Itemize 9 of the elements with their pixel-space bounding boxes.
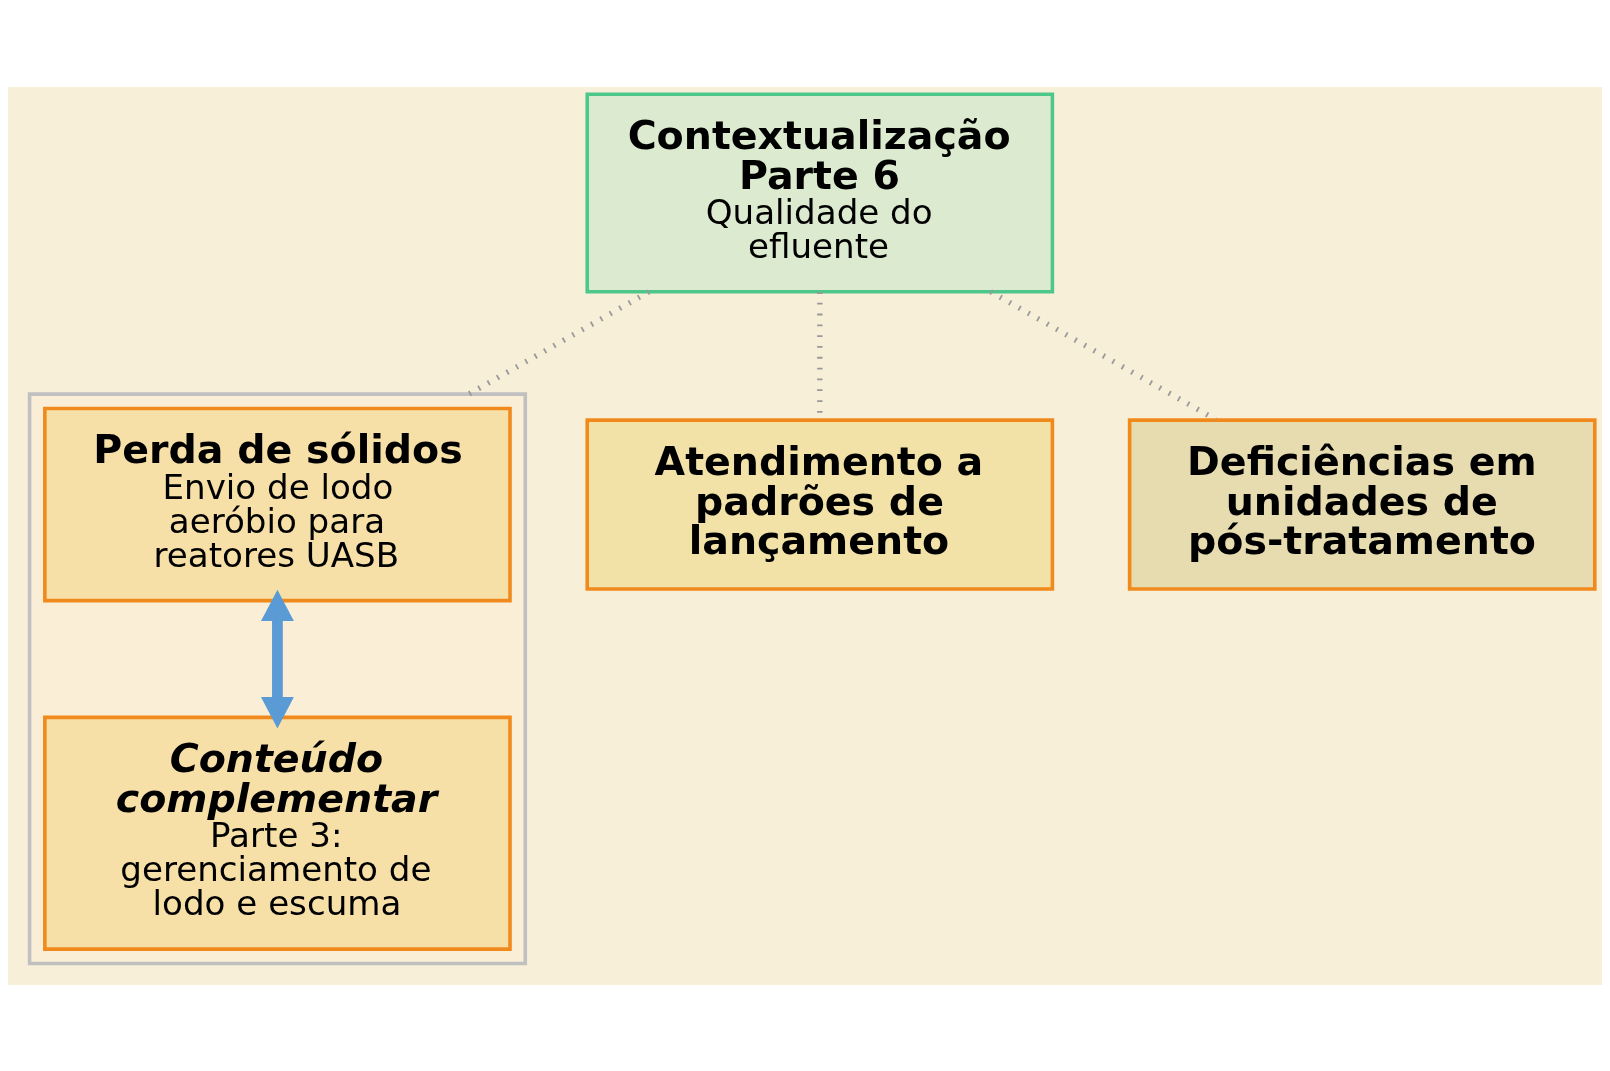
node-box: Conteúdo complementar Parte 3: gerenciamento de lodo e escuma: [43, 715, 512, 951]
node-box: Contextualização Parte 6 Qualidade do efluente: [585, 91, 1055, 294]
node-box: Atendimento a padrões de lançamento: [585, 417, 1055, 591]
arrow: [260, 589, 294, 728]
node-box: Perda de sólidos Envio de lodo aeróbio para reatores UASB: [43, 406, 512, 602]
connector: [989, 288, 1218, 422]
node-box: Deficiências em unidades de pós-tratamento: [1127, 417, 1597, 591]
cluster: [27, 391, 528, 965]
connector: [467, 288, 651, 396]
